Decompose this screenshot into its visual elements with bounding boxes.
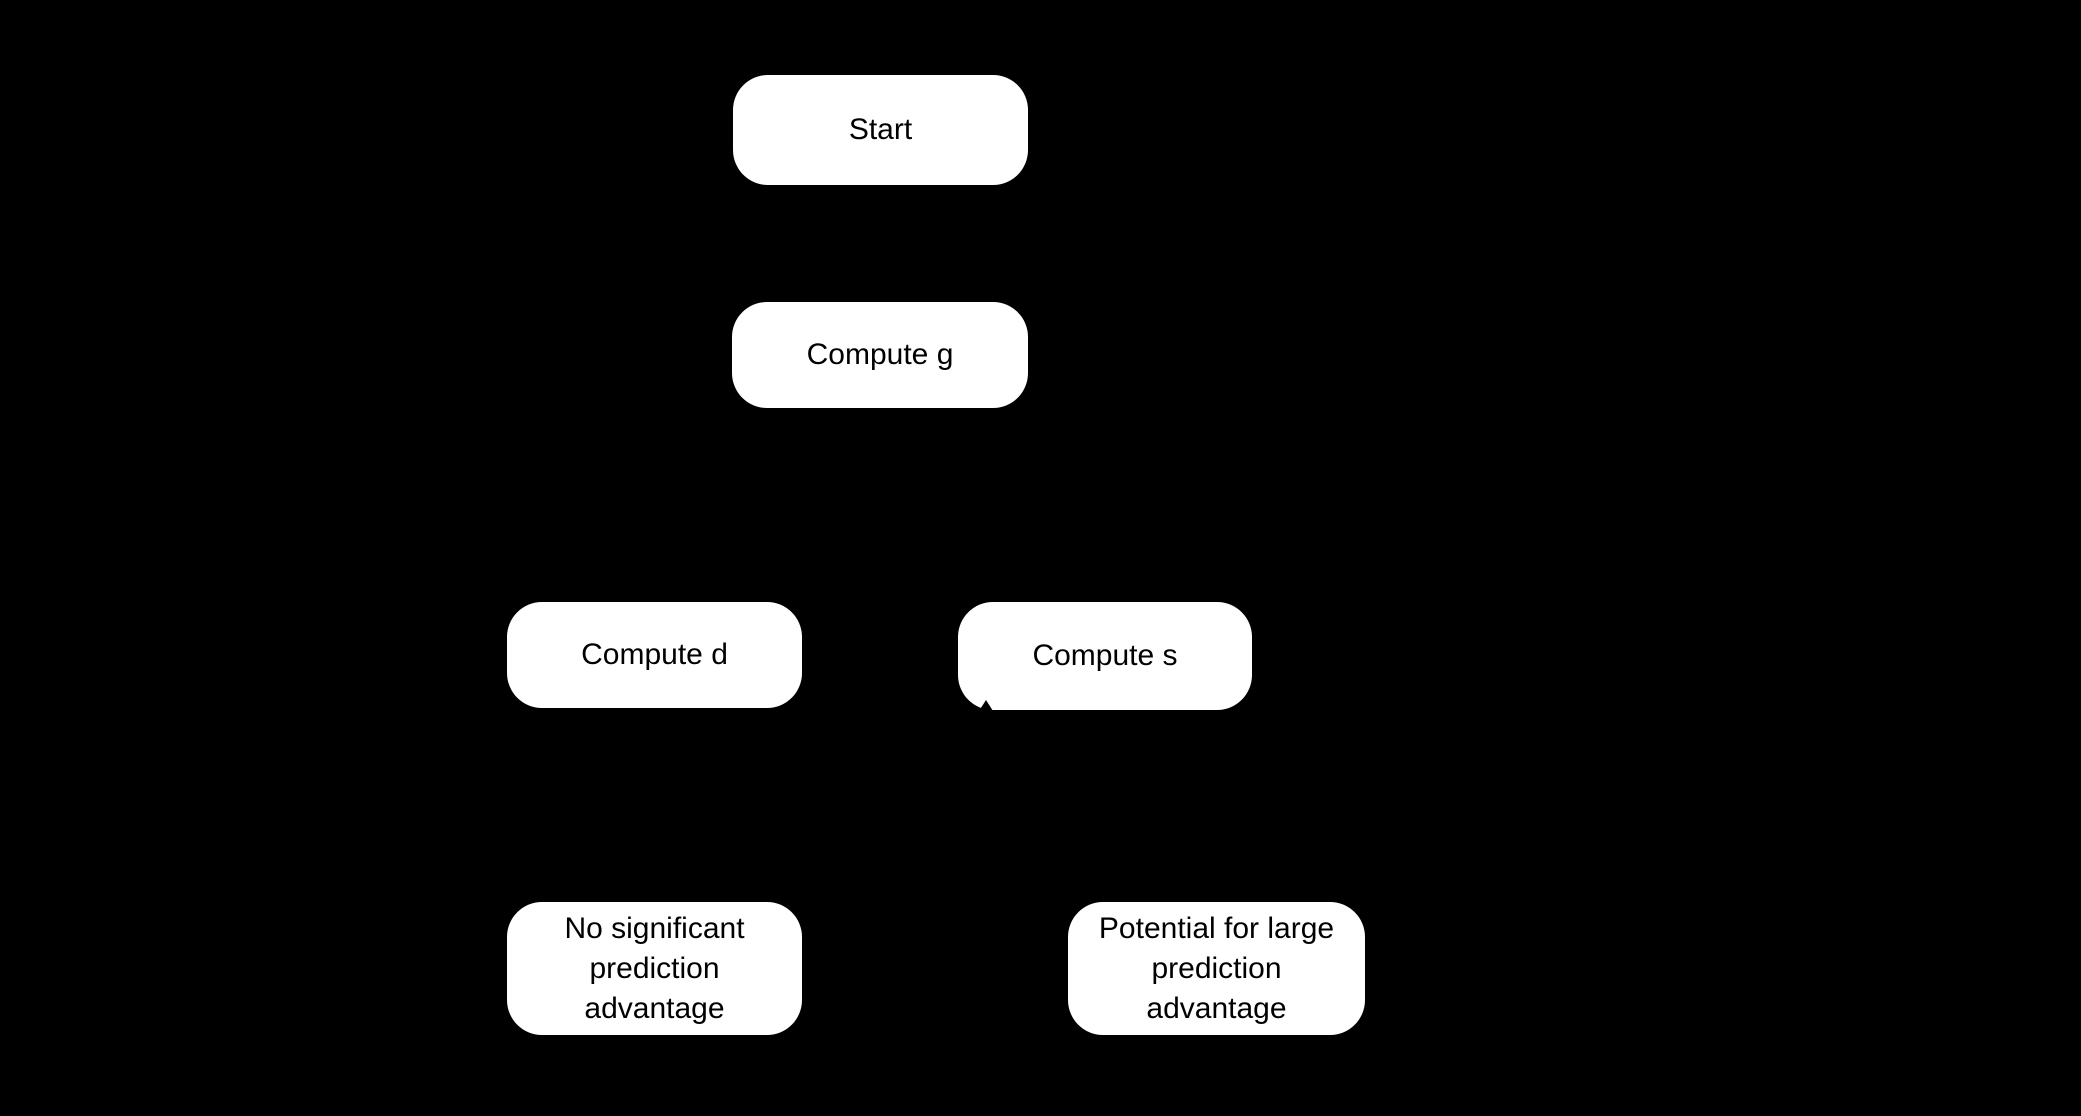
node-compute-g: Compute g — [732, 302, 1028, 408]
node-start: Start — [733, 75, 1028, 185]
node-outcome-large-advantage-label: Potential for large prediction advantage — [1098, 911, 1335, 1025]
node-compute-s: Compute s — [958, 602, 1252, 710]
node-outcome-no-advantage: No significant prediction advantage — [507, 902, 802, 1035]
hidden-arrowhead-icon — [979, 700, 993, 711]
node-outcome-no-advantage-label: No significant prediction advantage — [564, 911, 745, 1025]
node-outcome-large-advantage: Potential for large prediction advantage — [1068, 902, 1365, 1035]
node-compute-g-label: Compute g — [806, 338, 954, 371]
node-compute-d-label: Compute d — [581, 638, 728, 671]
node-compute-s-label: Compute s — [1032, 639, 1178, 672]
node-compute-d: Compute d — [507, 602, 802, 708]
node-start-label: Start — [848, 113, 913, 146]
